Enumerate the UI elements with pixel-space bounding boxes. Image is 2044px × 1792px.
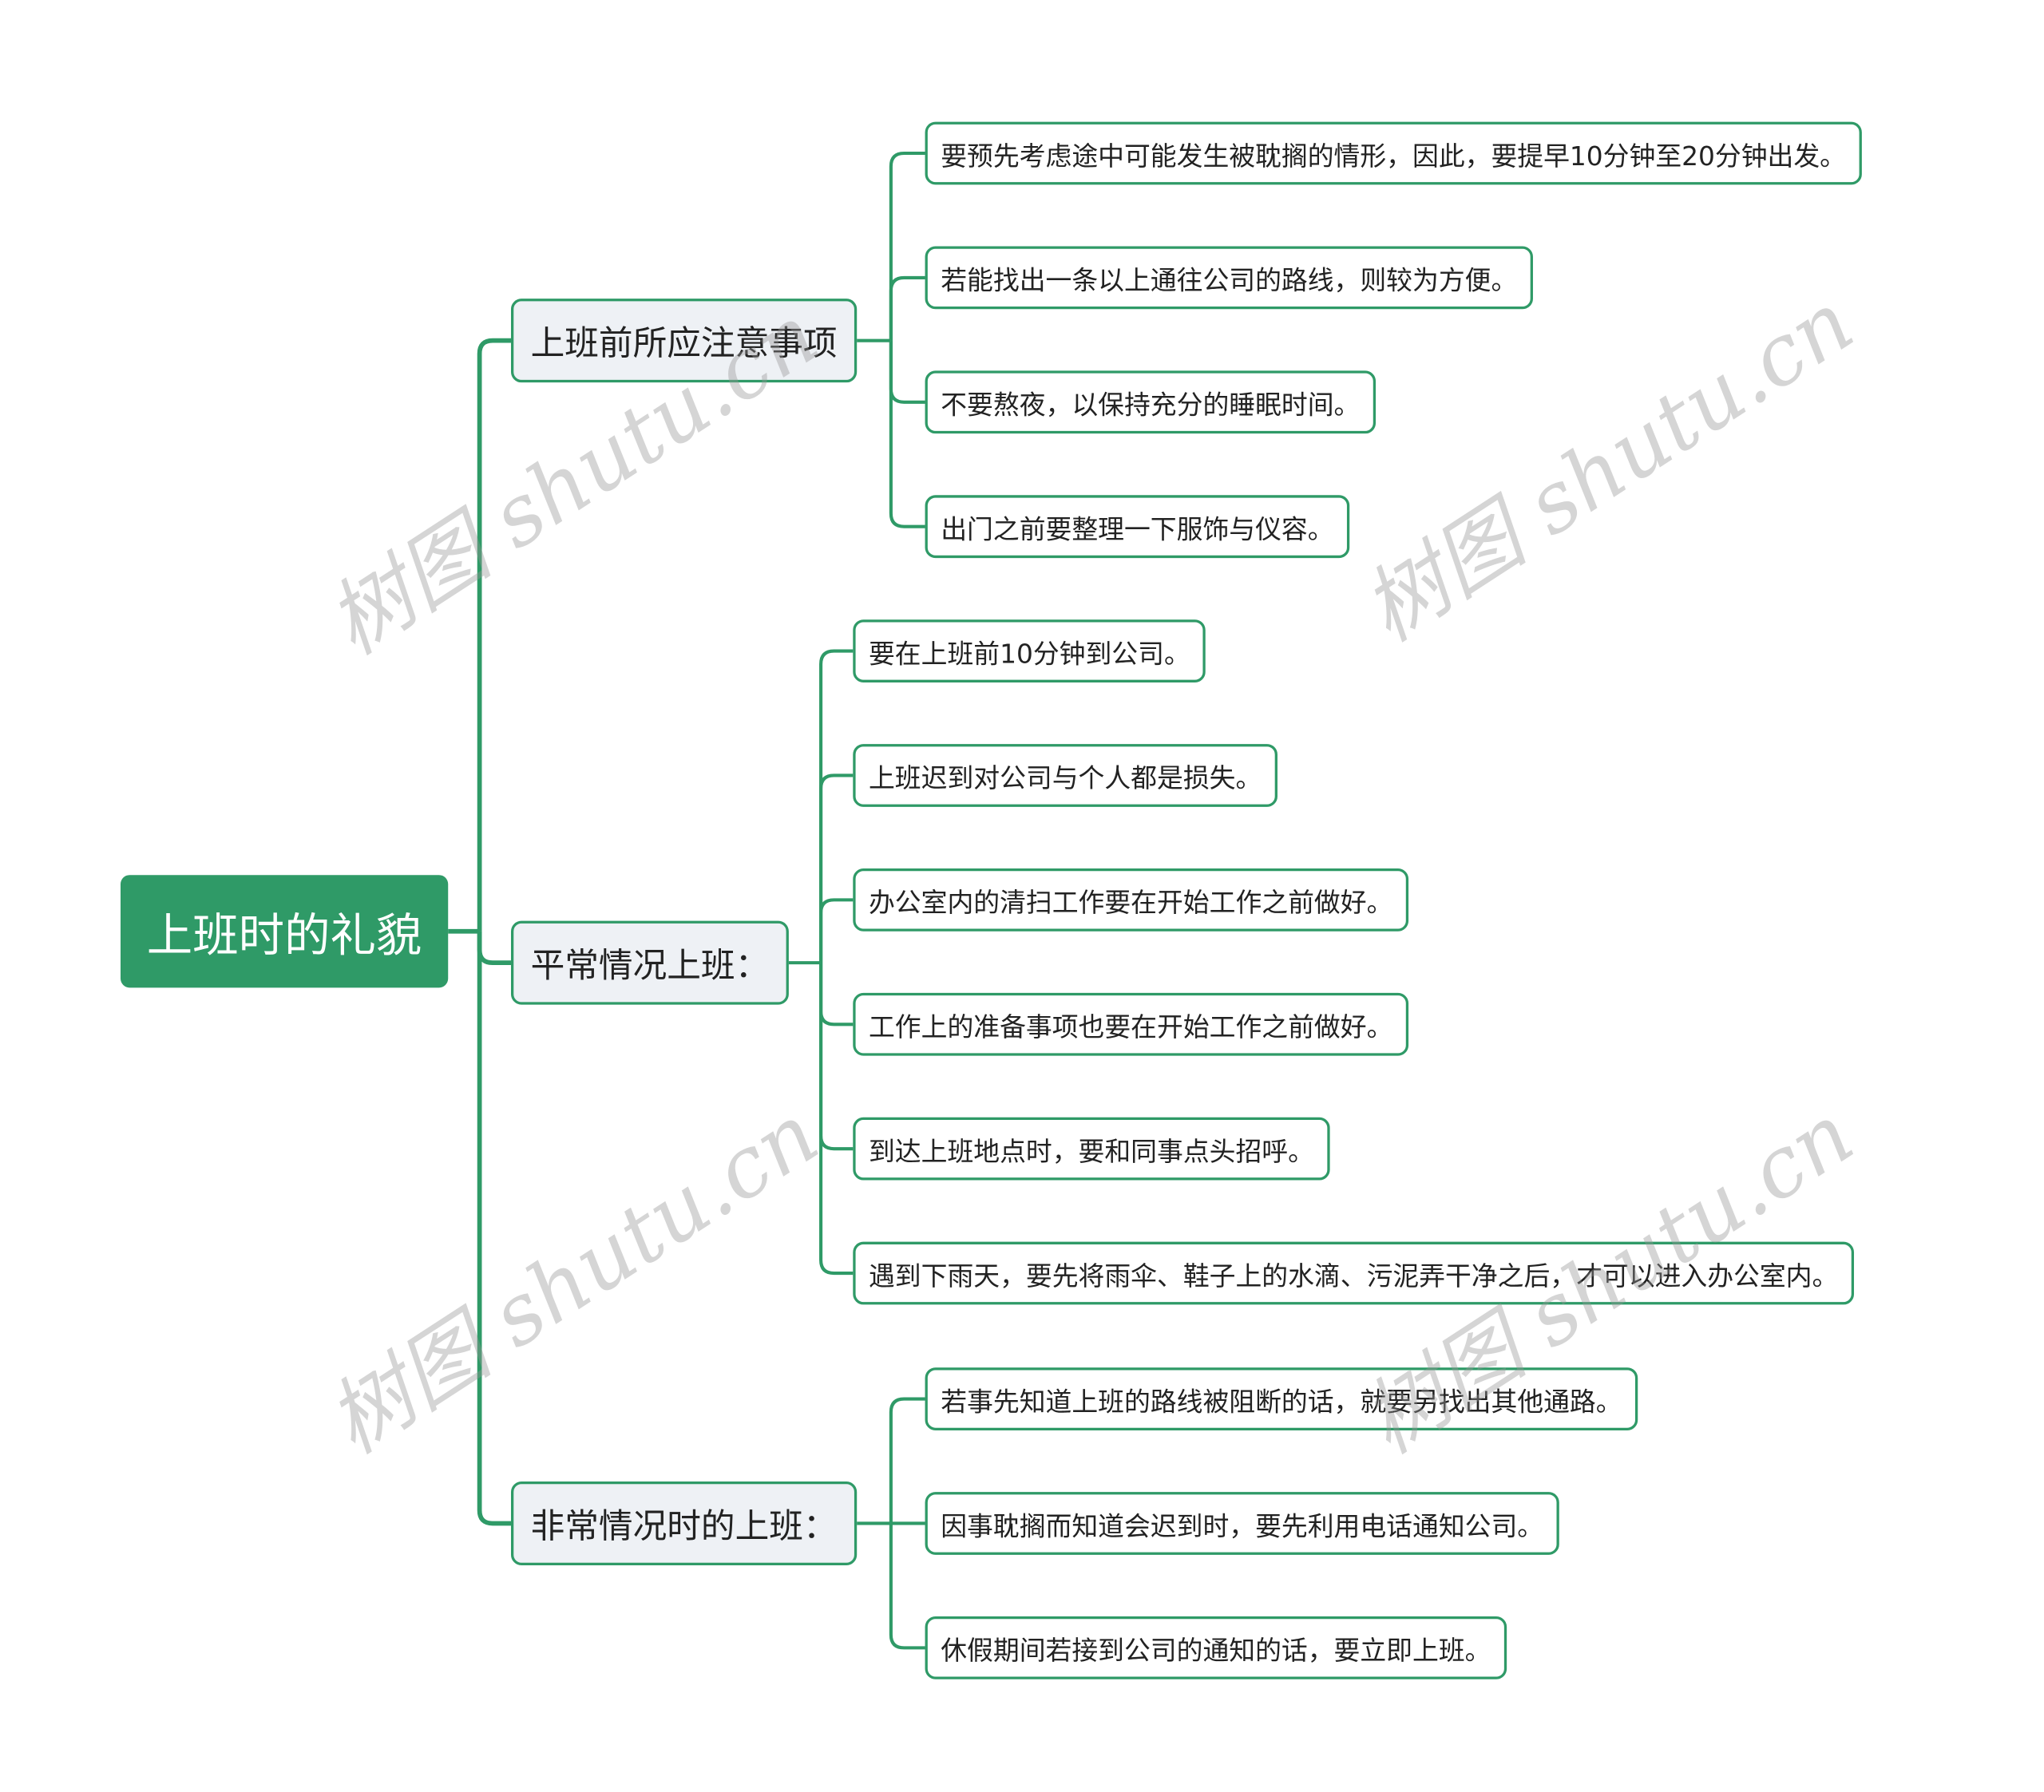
connector bbox=[819, 963, 854, 1151]
connector bbox=[819, 773, 854, 963]
connector bbox=[889, 1523, 925, 1650]
connector bbox=[477, 931, 511, 1526]
connector bbox=[819, 963, 854, 1276]
leaf-topic[interactable]: 不要熬夜，以保持充分的睡眠时间。 bbox=[925, 370, 1377, 434]
connector bbox=[889, 340, 925, 404]
leaf-topic[interactable]: 出门之前要整理一下服饰与仪容。 bbox=[925, 495, 1350, 559]
branch-abnormal-commute[interactable]: 非常情况时的上班： bbox=[510, 1481, 858, 1565]
leaf-topic[interactable]: 要在上班前10分钟到公司。 bbox=[853, 619, 1206, 682]
connector bbox=[889, 151, 925, 341]
leaf-topic[interactable]: 遇到下雨天，要先将雨伞、鞋子上的水滴、污泥弄干净之后，才可以进入办公室内。 bbox=[853, 1241, 1855, 1305]
leaf-topic[interactable]: 要预先考虑途中可能发生被耽搁的情形，因此，要提早10分钟至20分钟出发。 bbox=[925, 121, 1862, 185]
leaf-topic[interactable]: 办公室内的清扫工作要在开始工作之前做好。 bbox=[853, 868, 1409, 932]
branch-before-work[interactable]: 上班前所应注意事项 bbox=[510, 299, 858, 383]
connector bbox=[477, 931, 511, 966]
connector bbox=[819, 898, 854, 963]
leaf-topic[interactable]: 因事耽搁而知道会迟到时，要先利用电话通知公司。 bbox=[925, 1492, 1559, 1555]
leaf-topic[interactable]: 若事先知道上班的路线被阻断的话，就要另找出其他通路。 bbox=[925, 1367, 1638, 1430]
connector bbox=[889, 275, 925, 341]
branch-normal-commute[interactable]: 平常情况上班： bbox=[510, 920, 789, 1005]
leaf-topic[interactable]: 上班迟到对公司与个人都是损失。 bbox=[853, 744, 1278, 807]
connector bbox=[889, 340, 925, 528]
leaf-topic[interactable]: 若能找出一条以上通往公司的路线，则较为方便。 bbox=[925, 246, 1533, 310]
connector bbox=[819, 649, 854, 963]
connector bbox=[889, 1397, 925, 1524]
root-topic[interactable]: 上班时的礼貌 bbox=[120, 875, 449, 988]
leaf-topic[interactable]: 到达上班地点时，要和同事点头招呼。 bbox=[853, 1117, 1330, 1181]
leaf-topic[interactable]: 休假期间若接到公司的通知的话，要立即上班。 bbox=[925, 1616, 1507, 1679]
connector bbox=[477, 338, 511, 932]
connector bbox=[819, 963, 854, 1027]
leaf-topic[interactable]: 工作上的准备事项也要在开始工作之前做好。 bbox=[853, 992, 1409, 1056]
